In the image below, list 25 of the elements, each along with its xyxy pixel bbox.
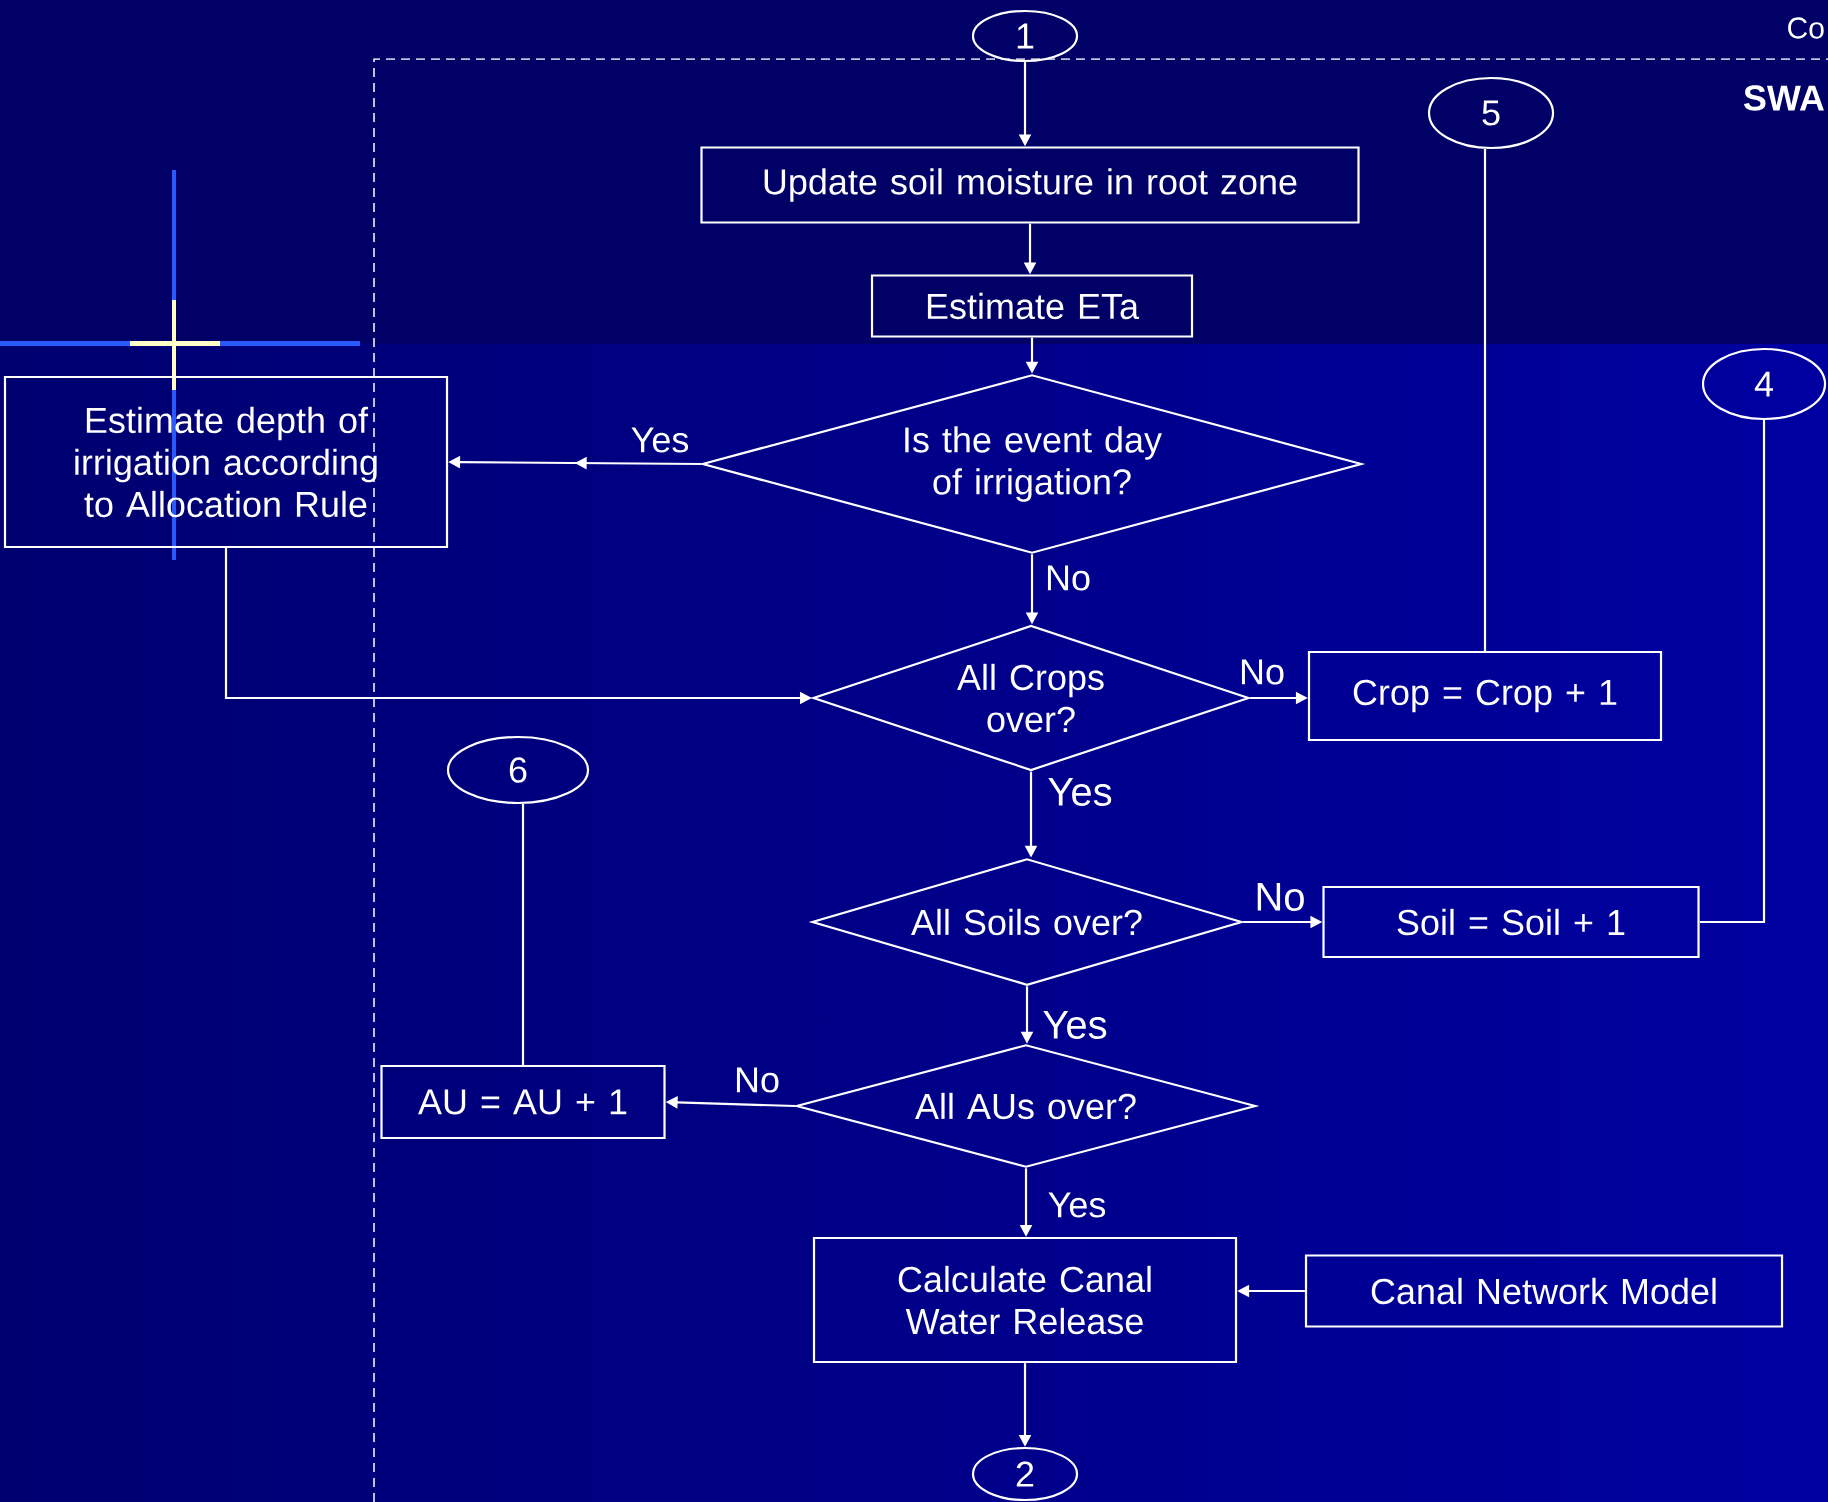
process-box: AU = AU + 1 <box>380 1064 666 1140</box>
edge-label: No <box>1047 565 1090 591</box>
process-box: Estimate ETa <box>870 274 1194 338</box>
connector-line <box>521 804 525 1065</box>
process-box: Canal Network Model <box>1304 1254 1784 1328</box>
process-box: Calculate Canal Water Release <box>812 1236 1238 1364</box>
connector-oval: 5 <box>1427 76 1555 150</box>
connector-line <box>1483 149 1487 651</box>
edge-label: Yes <box>631 427 689 453</box>
edge-label: Yes <box>1043 1011 1107 1039</box>
heading-text: SWA <box>1743 85 1824 111</box>
edge-label: No <box>736 1067 779 1093</box>
process-box: Soil = Soil + 1 <box>1322 885 1700 959</box>
connector-oval: 6 <box>446 735 590 805</box>
connector-oval: 1 <box>971 9 1079 63</box>
connector-oval: 4 <box>1701 347 1827 421</box>
edge-label: No <box>1257 883 1304 911</box>
process-box: Update soil moisture in root zone <box>700 146 1360 224</box>
heading-text: Co <box>1788 17 1824 39</box>
edge-label: Yes <box>1048 778 1112 806</box>
process-box: Estimate depth of irrigation according to Allocation Rule <box>3 375 449 549</box>
process-box: Crop = Crop + 1 <box>1307 650 1663 742</box>
connector-oval: 2 <box>971 1446 1079 1502</box>
edge-label: Yes <box>1048 1192 1106 1218</box>
connector-line <box>1699 420 1766 924</box>
